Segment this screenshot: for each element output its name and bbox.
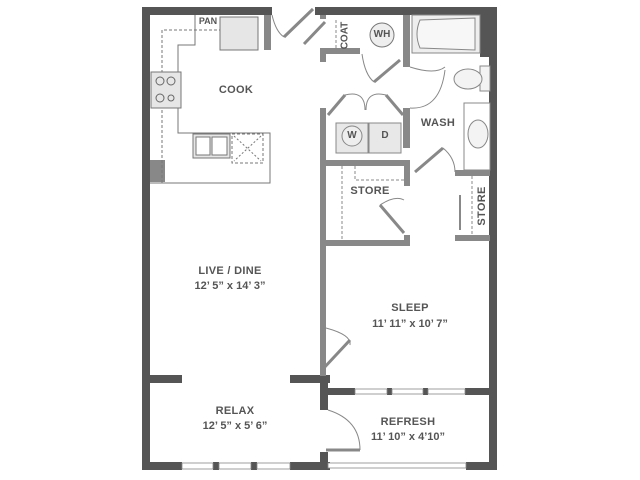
room-name-live-dine: LIVE / DINE [198, 265, 262, 277]
vanity [463, 102, 491, 171]
room-dim-relax: 12’ 5” x 5’ 6” [202, 420, 268, 432]
room-dim-sleep: 11’ 11” x 10’ 7” [372, 318, 448, 330]
room-name-cook: COOK [218, 84, 254, 96]
room-name-store-2: STORE [476, 186, 488, 226]
washer-label: W [347, 130, 357, 141]
room-name-wash: WASH [420, 117, 456, 129]
kitchen-sink [192, 133, 231, 159]
dryer-label: D [381, 130, 389, 141]
room-name-relax: RELAX [215, 405, 255, 417]
room-name-refresh: REFRESH [380, 416, 436, 428]
bathtub [411, 14, 481, 54]
washer-dryer [335, 122, 402, 154]
toilet [453, 65, 491, 92]
pantry-label: PAN [198, 16, 218, 26]
room-name-sleep: SLEEP [391, 302, 429, 314]
room-name-store: STORE [350, 185, 390, 197]
exterior-walls [142, 7, 497, 470]
doors [271, 7, 461, 452]
kitchen-counters [150, 15, 271, 184]
room-name-coat: COAT [339, 21, 351, 50]
windows [181, 388, 467, 470]
room-dim-refresh: 11’ 10” x 4’10” [370, 431, 445, 443]
range [150, 71, 182, 109]
water-heater-label: WH [373, 29, 391, 40]
interior-walls [150, 15, 490, 376]
room-dim-live-dine: 12’ 5” x 14’ 3” [194, 280, 266, 292]
